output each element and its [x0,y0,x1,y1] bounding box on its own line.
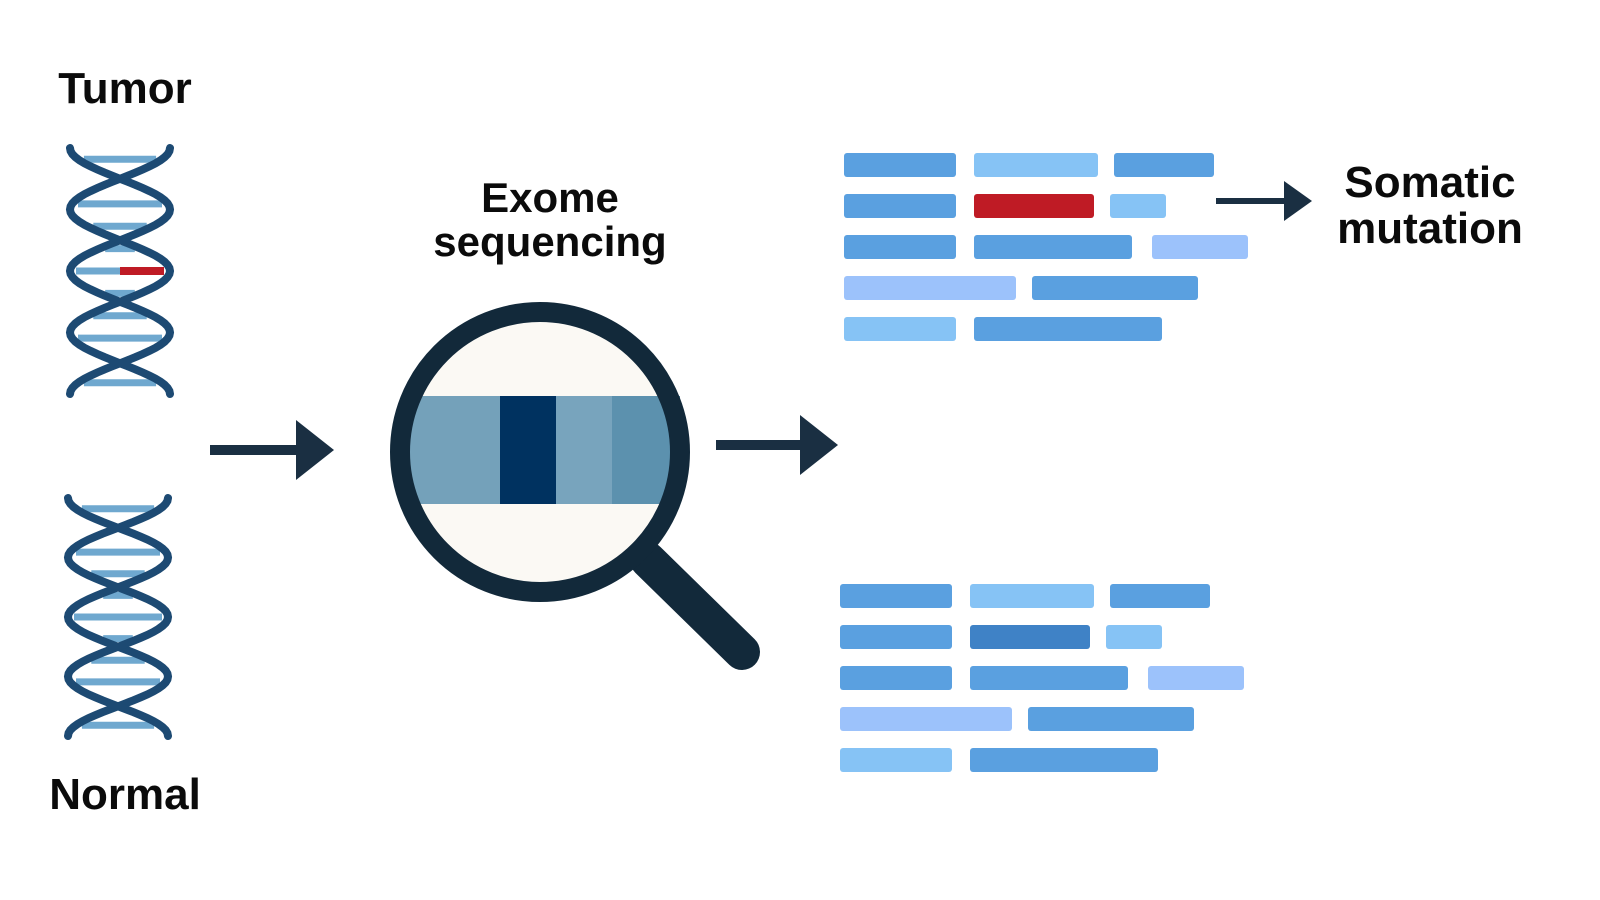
sequencing-read [1110,584,1210,608]
sequencing-read [1110,194,1166,218]
sequencing-read [970,666,1128,690]
sequencing-read [840,748,952,772]
magnifier-icon [390,302,760,670]
arrow-right-icon [1216,181,1312,221]
normal-label: Normal [49,770,201,819]
somatic-mutation-label: Somatic mutation [1320,158,1540,254]
tumor-label: Tumor [58,64,192,113]
sequencing-read [840,666,952,690]
sequencing-read [844,153,956,177]
sequence-block-highlight [500,396,556,504]
exome-label-line2: sequencing [433,218,667,266]
tumor-dna-helix-icon [65,144,175,398]
somatic-label-line1: Somatic [1344,158,1516,207]
sequencing-read [844,276,1016,300]
sequencing-read [970,748,1158,772]
helix-strand [63,494,173,740]
sequencing-read [1148,666,1244,690]
sequence-block [402,396,500,504]
sequencing-read [970,625,1090,649]
mutated-read [974,194,1094,218]
helix-strand [65,144,175,398]
sequencing-read [844,194,956,218]
somatic-label-line2: mutation [1337,204,1523,254]
exome-label-line1: Exome [481,174,619,221]
sequencing-read [974,317,1162,341]
sequencing-read [974,153,1098,177]
sequencing-read [844,235,956,259]
tumor-reads [844,153,1248,341]
arrow-right-icon [210,420,334,480]
sequencing-read [1106,625,1162,649]
sequencing-read [840,584,952,608]
sequencing-read [974,235,1132,259]
sequencing-read [1028,707,1194,731]
sequencing-read [970,584,1094,608]
sequencing-read [1032,276,1198,300]
sequencing-read [840,707,1012,731]
normal-reads [840,584,1244,772]
sequencing-read [840,625,952,649]
normal-dna-helix-icon [63,494,173,740]
sequencing-read [1152,235,1248,259]
helix-strand [65,144,175,398]
sequence-block [556,396,612,504]
exome-sequencing-label: Exome sequencing [390,174,710,266]
arrow-right-icon [716,415,838,475]
helix-strand [63,494,173,740]
sequencing-read [1114,153,1214,177]
sequencing-read [844,317,956,341]
